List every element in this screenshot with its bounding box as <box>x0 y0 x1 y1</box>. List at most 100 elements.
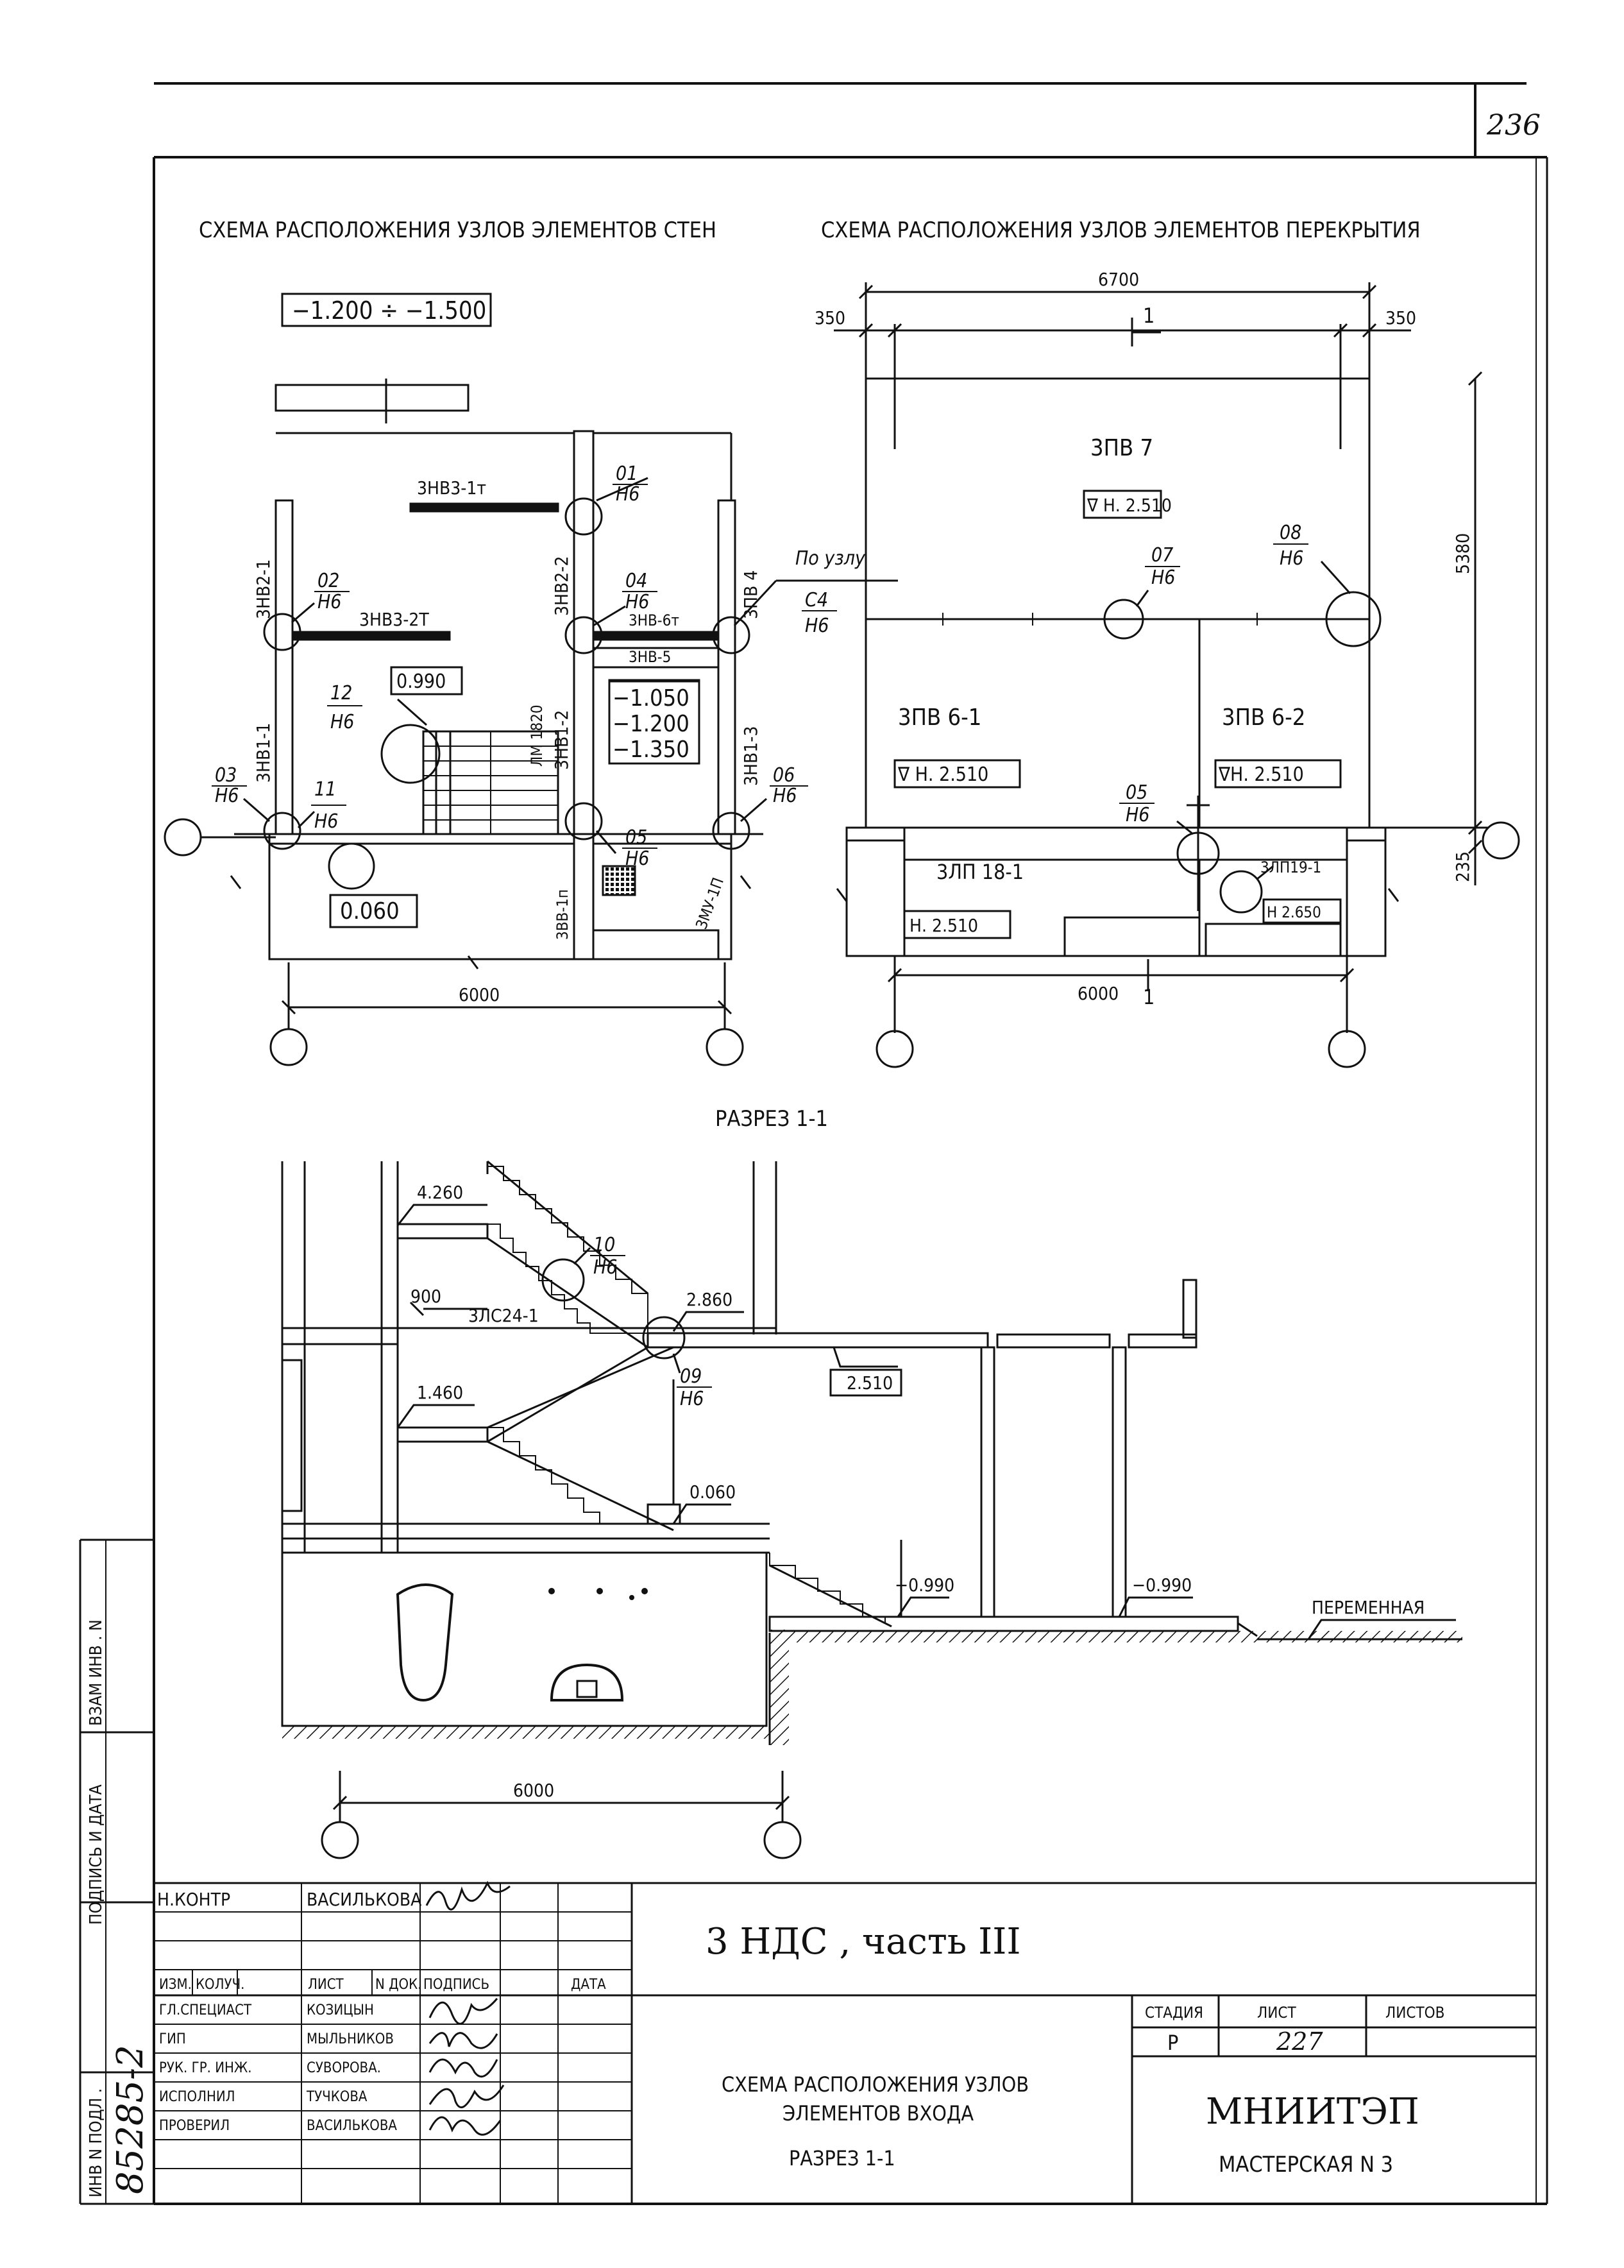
hdr-izm: ИЗМ. <box>159 1977 192 1993</box>
section-1-1 <box>281 1160 1462 1859</box>
dept-name: МАСТЕРСКАЯ N 3 <box>1219 2152 1393 2178</box>
wall-level-1350: −1.350 <box>613 737 689 763</box>
node-07-num: 07 <box>1151 544 1173 567</box>
level-m0990-a: −0.990 <box>895 1574 954 1596</box>
plan-walls-title: СХЕМА РАСПОЛОЖЕНИЯ УЗЛОВ ЭЛЕМЕНТОВ СТЕН <box>199 217 716 243</box>
plan-walls <box>164 293 898 1066</box>
node-10-sheet: Н6 <box>593 1256 617 1279</box>
stamp-vzam: ВЗАМ ИНВ . N <box>87 1619 106 1726</box>
node-04-num: 04 <box>625 570 647 592</box>
hdr-data: ДАТА <box>571 1977 606 1993</box>
row-name-4: ТУЧКОВА <box>306 2089 368 2105</box>
level-stack-box <box>608 680 700 765</box>
floor-dim-left: 350 <box>815 307 845 328</box>
row-role-3: РУК. ГР. ИНЖ. <box>159 2060 252 2076</box>
stage-value: Р <box>1167 2031 1178 2055</box>
sheet-label: ЛИСТ <box>1257 2004 1296 2022</box>
wall-level-0990: 0.990 <box>396 670 446 693</box>
floor-nodes: 07 Н6 08 Н6 05 Н6 <box>1126 522 1303 826</box>
title-block <box>154 1882 1536 2204</box>
floor-dim-right: 350 <box>1385 307 1416 328</box>
node-11-sheet: Н6 <box>314 810 338 833</box>
el-3nv3-2t: 3НВ3-2Т <box>359 609 429 630</box>
floor-dim-bottom: 6000 <box>1078 983 1119 1004</box>
el-3nv2-2: 3НВ2-2 <box>551 556 572 616</box>
panel-3pv7: 3ПВ 7 <box>1090 435 1153 461</box>
node-04-sheet: Н6 <box>625 591 649 613</box>
node-02-num: 02 <box>317 570 339 592</box>
panel-3pv7-level: ∇ Н. 2.510 <box>1087 495 1172 516</box>
sheet-number: 236 <box>1486 109 1541 142</box>
el-3nv1-2: 3НВ1-2 <box>551 710 572 770</box>
hdr-list: ЛИСТ <box>308 1977 344 1993</box>
wall-level-0060: 0.060 <box>340 898 400 925</box>
node-05-num: 05 <box>625 826 647 849</box>
ground-hatch-wall <box>770 1630 789 1745</box>
node-09-num: 09 <box>680 1365 702 1388</box>
ref-node-num: С4 <box>805 589 828 611</box>
level-box <box>281 293 492 327</box>
level-0060-box <box>329 894 418 928</box>
level-0060: 0.060 <box>689 1481 736 1503</box>
ground-hatch-entry <box>789 1631 1462 1642</box>
section-mark-top: 1 <box>1143 303 1155 328</box>
node-07-sheet: Н6 <box>1151 567 1175 589</box>
row-role-5: ПРОВЕРИЛ <box>159 2118 230 2134</box>
stamp-inv: ИНВ N ПОДЛ . <box>87 2088 106 2197</box>
wall-dim-6000: 6000 <box>459 984 500 1005</box>
panel-3lp18-1-level: Н. 2.510 <box>909 915 978 936</box>
level-2860: 2.860 <box>686 1289 732 1310</box>
hdr-ndok: N ДОК. <box>375 1977 421 1993</box>
panel-3lp18-1: 3ЛП 18-1 <box>936 860 1024 884</box>
section-title: РАЗРЕЗ 1-1 <box>715 1106 828 1132</box>
row-name-1: КОЗИЦЫН <box>307 2002 374 2018</box>
node-06-num: 06 <box>773 764 795 787</box>
org-name: МНИИТЭП <box>1206 2091 1419 2133</box>
hdr-koluch: КОЛУЧ. <box>196 1977 244 1993</box>
el-3nv3-1t: 3НВ3-1т <box>417 477 486 499</box>
level-1460: 1.460 <box>417 1382 463 1403</box>
ground-label: ПЕРЕМЕННАЯ <box>1312 1597 1425 1618</box>
sheet-value: 227 <box>1276 2027 1323 2056</box>
level-box-text: −1.200 ÷ −1.500 <box>292 296 486 325</box>
node-01-sheet: Н6 <box>616 483 639 506</box>
section-mark-bottom: 1 <box>1143 985 1155 1009</box>
panel-3pv6-2-level: ∇Н. 2.510 <box>1218 763 1304 786</box>
el-lm1820: ЛМ 1820 <box>528 704 546 767</box>
wall-nodes: 01 Н6 02 Н6 03 Н6 04 Н6 05 Н6 06 Н6 11 Н… <box>215 463 866 870</box>
node-05f-sheet: Н6 <box>1126 804 1149 826</box>
el-3mu-1p: 3МУ-1П <box>692 875 727 932</box>
node-08-num: 08 <box>1280 522 1301 544</box>
panel-3pv6-1: 3ПВ 6-1 <box>898 704 981 731</box>
drawing-title-1: СХЕМА РАСПОЛОЖЕНИЯ УЗЛОВ <box>722 2072 1029 2097</box>
node-01-num: 01 <box>616 463 638 485</box>
node-08-sheet: Н6 <box>1280 547 1303 570</box>
plan-floor <box>834 282 1520 1068</box>
hdr-podpis: ПОДПИСЬ <box>423 1977 489 1993</box>
el-3pv-4: 3ПВ 4 <box>740 570 761 619</box>
node-06-sheet: Н6 <box>773 785 797 807</box>
drawing-title-2: ЭЛЕМЕНТОВ ВХОДА <box>782 2101 974 2126</box>
row-name-2: МЫЛЬНИКОВ <box>307 2031 394 2047</box>
element-3lc24-1: 3ЛС24-1 <box>468 1305 539 1326</box>
node-05-sheet: Н6 <box>625 848 649 870</box>
panel-3pv6-1-level: ∇ Н. 2.510 <box>897 763 988 786</box>
el-3nv1-3: 3НВ1-3 <box>740 726 761 786</box>
panel-3lp19-1-level: Н 2.650 <box>1267 903 1321 921</box>
el-3vv-1p: 3ВВ-1п <box>554 889 571 940</box>
project-title: 3 НДС , часть III <box>706 1921 1020 1963</box>
el-3nv1-1: 3НВ1-1 <box>253 723 274 783</box>
ref-node-sheet: Н6 <box>805 615 829 637</box>
row-role-2: ГИП <box>159 2031 186 2047</box>
node-11-num: 11 <box>314 778 336 801</box>
nkontr-label: Н.КОНТР <box>157 1889 230 1910</box>
node-03-sheet: Н6 <box>215 785 239 807</box>
sheet-frame <box>79 82 1548 2205</box>
row-name-3: СУВОРОВА. <box>307 2060 381 2076</box>
node-12-sheet: Н6 <box>330 711 354 733</box>
floor-dim-height: 5380 <box>1452 533 1473 574</box>
plan-floor-title: СХЕМА РАСПОЛОЖЕНИЯ УЗЛОВ ЭЛЕМЕНТОВ ПЕРЕК… <box>821 217 1421 243</box>
stamp-podpis: ПОДПИСЬ И ДАТА <box>87 1784 106 1925</box>
ground-hatch-basement <box>282 1726 770 1739</box>
wall-level-1050: −1.050 <box>613 685 689 712</box>
